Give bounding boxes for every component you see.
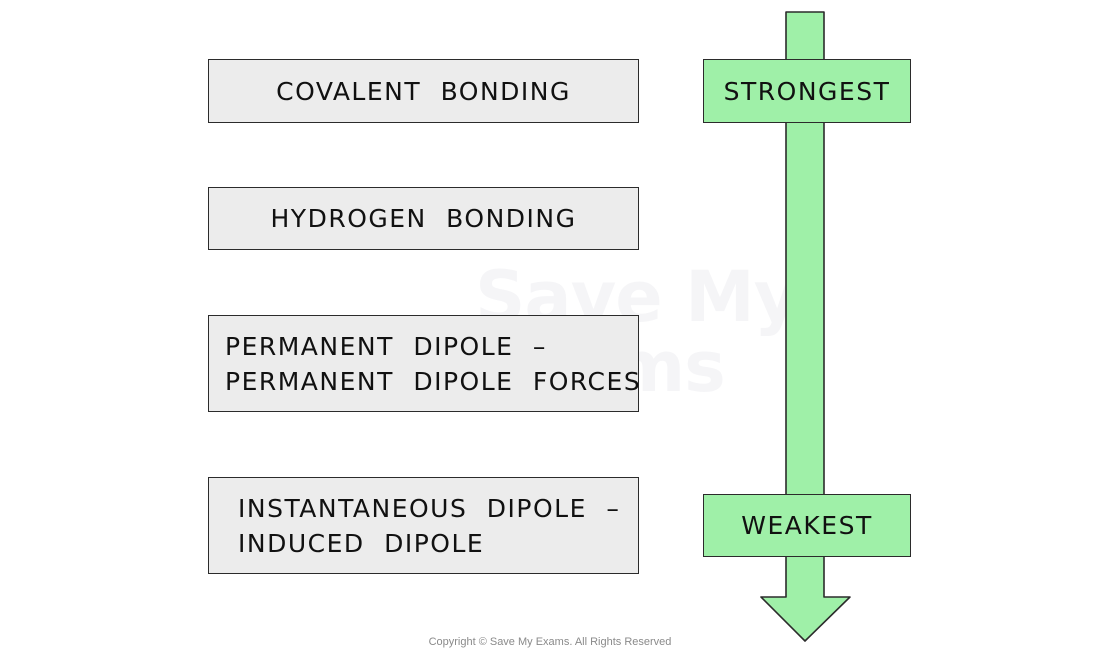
hydrogen-bonding-box: HYDROGEN BONDING [208, 187, 639, 250]
covalent-bonding-box: COVALENT BONDING [208, 59, 639, 123]
copyright-notice: Copyright © Save My Exams. All Rights Re… [428, 636, 672, 648]
instantaneous-dipole-line-1: INSTANTANEOUS DIPOLE – [238, 493, 621, 523]
hydrogen-bonding-label: HYDROGEN BONDING [270, 204, 577, 233]
permanent-dipole-line-1: PERMANENT DIPOLE – [225, 331, 547, 361]
weakest-label-box: WEAKEST [703, 494, 911, 557]
instantaneous-dipole-label: INSTANTANEOUS DIPOLE – INDUCED DIPOLE [238, 491, 620, 561]
covalent-bonding-label: COVALENT BONDING [276, 76, 571, 106]
instantaneous-dipole-line-2: INDUCED DIPOLE [238, 528, 485, 558]
instantaneous-dipole-box: INSTANTANEOUS DIPOLE – INDUCED DIPOLE [208, 477, 639, 574]
permanent-dipole-box: PERMANENT DIPOLE – PERMANENT DIPOLE FORC… [208, 315, 641, 412]
permanent-dipole-line-2: PERMANENT DIPOLE FORCES [225, 366, 642, 396]
strongest-label: STRONGEST [723, 76, 891, 106]
strongest-label-box: STRONGEST [703, 59, 911, 123]
permanent-dipole-label: PERMANENT DIPOLE – PERMANENT DIPOLE FORC… [225, 329, 641, 399]
weakest-label: WEAKEST [741, 511, 873, 540]
